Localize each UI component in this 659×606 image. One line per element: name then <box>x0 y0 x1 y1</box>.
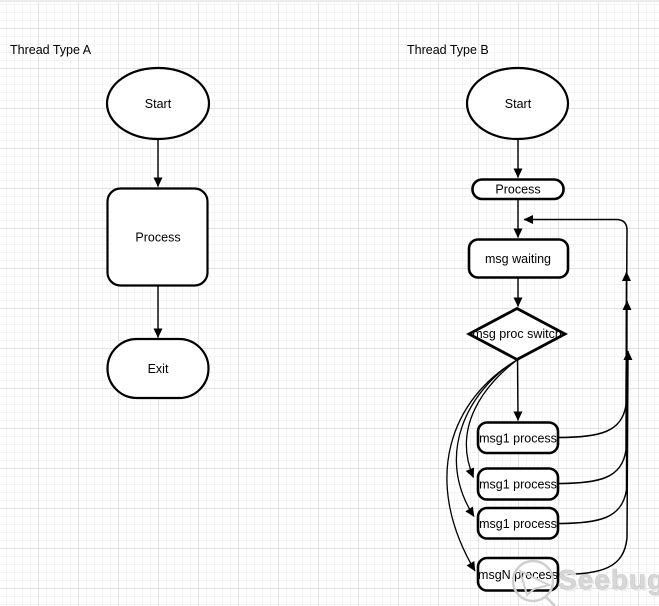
node-b-msg3[interactable]: msg1 process <box>476 506 560 540</box>
node-b-start[interactable]: Start <box>465 66 570 141</box>
edge-b-switch-to-msg3[interactable] <box>455 359 518 517</box>
node-a-exit-label: Exit <box>148 362 169 376</box>
node-b-msg2[interactable]: msg1 process <box>476 467 560 501</box>
watermark-text-shadow: Seebug <box>560 566 659 597</box>
edge-b-switch-to-msg2[interactable] <box>465 359 518 478</box>
edge-b-msg3-return[interactable] <box>557 300 632 525</box>
edge-b-switch-to-msg1[interactable] <box>513 359 523 421</box>
node-a-start[interactable]: Start <box>105 66 211 141</box>
flowchart-b-title: Thread Type B <box>407 43 489 57</box>
watermark-logo-glyph-icon <box>518 569 552 597</box>
node-b-msg-waiting-label: msg waiting <box>485 252 551 266</box>
node-b-msgn-label: msgN process <box>478 568 558 582</box>
node-b-start-label: Start <box>505 97 532 111</box>
node-b-msg-waiting[interactable]: msg waiting <box>467 238 570 279</box>
edge-b-switch-to-msgn[interactable] <box>446 359 518 572</box>
node-b-msg3-label: msg1 process <box>479 517 557 531</box>
flowchart-a-title: Thread Type A <box>10 43 92 57</box>
flowchart-thread-b: Thread Type B Start Process msg waiting <box>407 43 633 592</box>
edge-b-msgn-return[interactable] <box>557 350 633 576</box>
flowchart-thread-a: Thread Type A Start Process Exit <box>10 43 211 400</box>
node-b-switch[interactable]: msg proc switch <box>466 306 568 362</box>
node-a-process-label: Process <box>135 231 180 245</box>
node-b-process[interactable]: Process <box>471 178 565 201</box>
watermark-logo-tail-icon <box>545 596 556 606</box>
node-b-msg1[interactable]: msg1 process <box>476 421 560 455</box>
watermark: Seebug Seebug <box>511 559 659 606</box>
watermark-text: Seebug <box>558 564 659 595</box>
node-a-exit[interactable]: Exit <box>106 337 210 400</box>
edge-b-msg2-return[interactable] <box>557 271 631 485</box>
node-b-msg2-label: msg1 process <box>479 478 557 492</box>
node-b-msgn[interactable]: msgN process <box>476 556 560 592</box>
node-a-process[interactable]: Process <box>106 187 209 287</box>
node-b-switch-label: msg proc switch <box>472 327 562 341</box>
watermark-logo-icon <box>511 559 555 603</box>
node-b-msg1-label: msg1 process <box>479 432 557 446</box>
node-a-start-label: Start <box>145 97 172 111</box>
node-b-process-label: Process <box>495 183 540 197</box>
